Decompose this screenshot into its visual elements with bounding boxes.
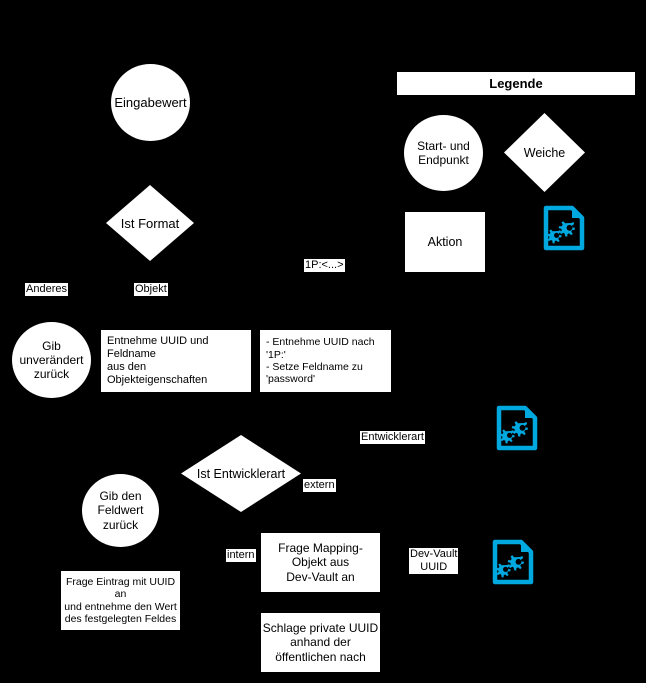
node-ist-format-label: Ist Format (120, 215, 180, 231)
node-eingabewert[interactable]: Eingabewert (111, 64, 190, 141)
node-frage-mapping-text: Frage Mapping- Objekt aus Dev-Vault an (278, 541, 363, 583)
line-2: anhand der (290, 635, 351, 650)
line-3: 'password' (266, 373, 315, 386)
line-2: und entnehme den Wert (64, 600, 177, 613)
edge-label-extern: extern (303, 479, 336, 493)
line-2: aus den Objekteigenschaften (107, 361, 208, 386)
line-2: unverändert (19, 352, 84, 367)
legend-weiche-label: Weiche (523, 145, 566, 160)
legend-document-gears-icon (540, 204, 588, 252)
legend-item-start-end: Start- und Endpunkt (404, 115, 483, 191)
line-3: zurück (33, 367, 70, 382)
line-1: Frage Eintrag mit UUID an (65, 575, 176, 601)
line-2: Endpunkt (418, 153, 469, 167)
line-2: UUID (420, 561, 448, 574)
legend-header: Legende (397, 72, 635, 95)
line-3: öffentlichen nach (275, 649, 366, 664)
node-ist-entwicklerart[interactable]: Ist Entwicklerart (181, 435, 301, 512)
line-1: - Entnehme UUID nach '1P:' (266, 336, 375, 361)
line-1: Dev-Vault (410, 548, 458, 560)
line-1: Entnehme UUID und Feldname (107, 335, 209, 361)
node-gib-unveraendert-zurueck[interactable]: Gib unverändert zurück (12, 322, 91, 398)
node-frage-eintrag-uuid[interactable]: Frage Eintrag mit UUID an und entnehme d… (61, 571, 180, 630)
node-onepassword-text: - Entnehme UUID nach '1P:' - Setze Feldn… (266, 336, 387, 386)
node-ist-format[interactable]: Ist Format (106, 185, 194, 261)
edge-label-devvault-uuid: Dev-Vault UUID (409, 548, 459, 575)
legend-item-weiche: Weiche (504, 113, 585, 192)
node-frage-mapping-objekt[interactable]: Frage Mapping- Objekt aus Dev-Vault an (261, 533, 380, 592)
legend-aktion-label: Aktion (427, 234, 463, 249)
edge-label-entwicklerart: Entwicklerart (360, 431, 425, 445)
line-1: Frage Mapping- (278, 541, 363, 556)
node-schlage-private-uuid[interactable]: Schlage private UUID anhand der öffentli… (261, 613, 380, 672)
node-gib-unveraendert-text: Gib unverändert zurück (19, 339, 83, 381)
node-schlage-private-text: Schlage private UUID anhand der öffentli… (263, 621, 378, 663)
document-gears-icon[interactable] (493, 404, 541, 452)
edge-label-intern: intern (226, 549, 256, 563)
legend-item-aktion: Aktion (405, 212, 485, 272)
legend-start-end-text: Start- und Endpunkt (417, 139, 470, 167)
line-1: Gib (42, 338, 61, 353)
node-entnehme-uuid-feldname[interactable]: Entnehme UUID und Feldname aus den Objek… (101, 330, 251, 392)
node-gib-feldwert-zurueck[interactable]: Gib den Feldwert zurück (82, 474, 159, 547)
edge-label-objekt: Objekt (134, 283, 168, 297)
node-onepassword-handling[interactable]: - Entnehme UUID nach '1P:' - Setze Feldn… (260, 330, 391, 392)
line-3: des festgelegten Feldes (64, 612, 177, 625)
node-gib-feldwert-text: Gib den Feldwert zurück (97, 489, 143, 531)
line-2: Feldwert (97, 503, 144, 518)
node-ist-entwicklerart-label: Ist Entwicklerart (196, 466, 286, 481)
document-gears-icon[interactable] (489, 538, 537, 586)
line-2: Objekt aus (291, 555, 350, 570)
line-1: Schlage private UUID (262, 621, 379, 636)
edge-label-anderes: Anderes (25, 283, 68, 297)
node-frage-eintrag-text: Frage Eintrag mit UUID an und entnehme d… (61, 576, 180, 626)
line-1: Start- und (417, 138, 470, 153)
line-1: Gib den (99, 489, 142, 504)
node-eingabewert-label: Eingabewert (114, 94, 187, 110)
node-entnehme-uuid-text: Entnehme UUID und Feldname aus den Objek… (107, 335, 247, 387)
line-3: Dev-Vault an (286, 569, 355, 584)
edge-label-onepassword: 1P:<...> (304, 259, 345, 273)
line-2: - Setze Feldname zu (266, 361, 363, 373)
line-3: zurück (102, 517, 139, 532)
